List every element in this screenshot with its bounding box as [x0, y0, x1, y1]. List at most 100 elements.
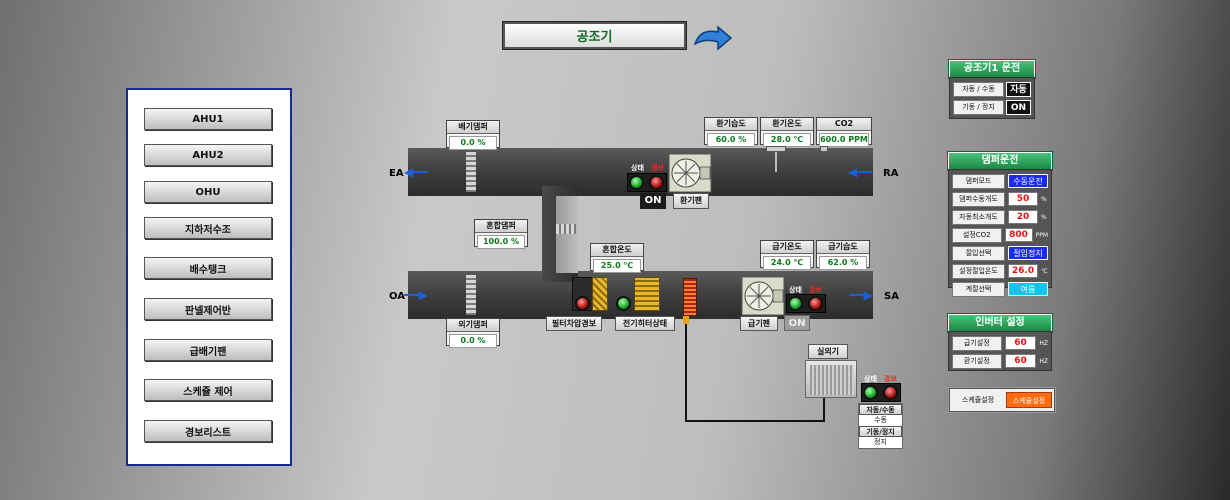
supply-temp-label: 급기온도: [761, 241, 813, 254]
heater-status-lamp: [616, 296, 631, 311]
menu-ahu2-button[interactable]: AHU2: [144, 144, 272, 166]
supply-freq-label: 급기설정: [952, 335, 1002, 351]
supply-fan-on-button[interactable]: ON: [784, 315, 810, 331]
damper-manual-open-label: 댐퍼수동개도: [952, 191, 1005, 207]
outdoor-auto-manual-label: 자동/수동: [859, 404, 902, 415]
exhaust-damper-label: 배기댐퍼: [447, 121, 499, 134]
return-fan-on-button[interactable]: ON: [640, 193, 666, 209]
auto-manual-toggle[interactable]: 자동: [1005, 81, 1031, 97]
inverter-title: 인버터 설정: [947, 313, 1053, 333]
ea-arrow-icon: ◀━━: [404, 165, 428, 179]
back-arrow-icon[interactable]: [692, 24, 734, 52]
menu-schedule-control-button[interactable]: 스케쥴 제어: [144, 379, 272, 401]
refrigerant-line-horizontal: [685, 420, 825, 422]
oa-label: OA: [389, 291, 405, 302]
return-humidity-box: 환기습도 60.0 %: [704, 117, 758, 147]
supply-freq-unit: HZ: [1039, 339, 1048, 347]
mix-temp-box: 혼합온도 25.0 ℃: [590, 243, 644, 273]
ra-arrow-icon: ◀━━: [848, 165, 872, 179]
return-fan-alarm-label: 경보: [651, 164, 664, 172]
return-fan-status-label: 상태: [631, 164, 644, 172]
navigation-panel: AHU1 AHU2 OHU 지하저수조 배수탱크 판넬제어반 급배기팬 스케쥴 …: [126, 88, 292, 466]
return-sensor-stem-icon: [775, 152, 777, 172]
return-fan-icon[interactable]: [668, 153, 712, 193]
economizer-temp-value[interactable]: 26.0: [1008, 264, 1038, 278]
economizer-select-value[interactable]: 절입정지: [1008, 246, 1048, 260]
oa-arrow-icon: ━━▶: [404, 288, 428, 302]
return-fan-alarm-lamp: [649, 175, 664, 190]
menu-ohu-button[interactable]: OHU: [144, 181, 272, 203]
damper-run-title: 댐퍼운전: [947, 151, 1053, 171]
return-fan-name-button[interactable]: 환기팬: [673, 193, 709, 209]
sa-label: SA: [884, 291, 899, 302]
outdoor-status-label: 상태: [864, 375, 877, 383]
menu-drain-tank-button[interactable]: 배수탱크: [144, 257, 272, 279]
return-temp-box: 환기온도 28.0 ℃: [760, 117, 814, 147]
exhaust-damper-icon: [466, 152, 476, 192]
menu-panel-control-button[interactable]: 판넬제어반: [144, 298, 272, 320]
damper-mode-value[interactable]: 수동운전: [1008, 174, 1048, 188]
outside-damper-icon: [466, 275, 476, 315]
mix-damper-box: 혼합댐퍼 100.0 %: [474, 219, 528, 249]
outside-damper-label: 외기댐퍼: [447, 319, 499, 332]
auto-min-open-value[interactable]: 20: [1008, 210, 1038, 224]
outdoor-run-stop-label: 기동/정지: [859, 426, 902, 437]
return-humidity-label: 환기습도: [705, 118, 757, 131]
auto-min-open-unit: %: [1041, 213, 1047, 221]
ra-label: RA: [883, 168, 899, 179]
supply-humidity-value: 62.0 %: [819, 256, 867, 270]
season-select-value[interactable]: 여름: [1008, 282, 1048, 296]
economizer-temp-unit: ℃: [1041, 267, 1048, 275]
outdoor-auto-manual-value[interactable]: 수동: [874, 416, 887, 424]
menu-ahu1-button[interactable]: AHU1: [144, 108, 272, 130]
outdoor-alarm-lamp: [883, 385, 898, 400]
exhaust-damper-value: 0.0 %: [449, 136, 497, 150]
outdoor-unit-icon[interactable]: [805, 360, 857, 398]
run-stop-toggle[interactable]: ON: [1005, 99, 1031, 115]
return-temp-value: 28.0 ℃: [763, 133, 811, 147]
filter-alarm-button[interactable]: 필터차압경보: [546, 316, 602, 331]
return-freq-value[interactable]: 60: [1004, 354, 1037, 368]
mix-damper-icon: [556, 224, 576, 234]
menu-underground-tank-button[interactable]: 지하저수조: [144, 217, 272, 239]
heater-status-button[interactable]: 전기히터상태: [615, 316, 675, 331]
mix-temp-value: 25.0 ℃: [593, 259, 641, 273]
return-fan-status-lamp: [629, 175, 644, 190]
return-temp-label: 환기온도: [761, 118, 813, 131]
supply-fan-name-button[interactable]: 급기팬: [740, 316, 778, 331]
setpoint-co2-label: 설정CO2: [952, 227, 1002, 243]
mixing-duct-gap: [556, 196, 578, 273]
heater-icon: [634, 277, 660, 311]
mix-temp-label: 혼합온도: [591, 244, 643, 257]
schedule-setting-label: 스케쥴설정: [961, 396, 995, 404]
setpoint-co2-value[interactable]: 800: [1004, 228, 1033, 242]
outdoor-run-stop-value[interactable]: 정지: [874, 438, 887, 446]
damper-manual-open-value[interactable]: 50: [1008, 192, 1038, 206]
mix-damper-value: 100.0 %: [477, 235, 525, 249]
sa-arrow-icon: ━━▶: [849, 288, 873, 302]
season-select-label: 계절선택: [952, 281, 1005, 297]
schedule-panel: 스케쥴설정 스케쥴설정: [948, 387, 1056, 413]
schedule-setting-button[interactable]: 스케쥴설정: [1006, 392, 1052, 408]
ahu-run-panel: 자동 / 수동 자동 기동 / 정지 ON: [949, 77, 1035, 119]
supply-temp-value: 24.0 ℃: [763, 256, 811, 270]
inverter-panel: 급기설정 60 HZ 환기설정 60 HZ: [948, 331, 1052, 371]
economizer-select-label: 절입선택: [952, 245, 1005, 261]
supply-fan-alarm-label: 경보: [809, 286, 822, 294]
filter-alarm-lamp: [575, 296, 590, 311]
supply-freq-value[interactable]: 60: [1004, 336, 1037, 350]
supply-fan-icon[interactable]: [741, 276, 785, 316]
setpoint-co2-unit: PPM: [1035, 231, 1048, 239]
page-title: 공조기: [502, 21, 687, 50]
filter-icon: [592, 277, 608, 311]
economizer-temp-label: 설정절입온도: [952, 263, 1005, 279]
outdoor-unit-label: 실외기: [808, 344, 848, 359]
menu-alarm-list-button[interactable]: 경보리스트: [144, 420, 272, 442]
outdoor-status-lamp: [863, 385, 878, 400]
auto-manual-label: 자동 / 수동: [953, 81, 1004, 97]
supply-humidity-label: 급기습도: [817, 241, 869, 254]
co2-box: CO2 600.0 PPM: [816, 117, 872, 147]
refrigerant-line-vertical: [685, 324, 687, 422]
supply-fan-status-lamp: [788, 296, 803, 311]
menu-supply-exhaust-fan-button[interactable]: 급배기팬: [144, 339, 272, 361]
